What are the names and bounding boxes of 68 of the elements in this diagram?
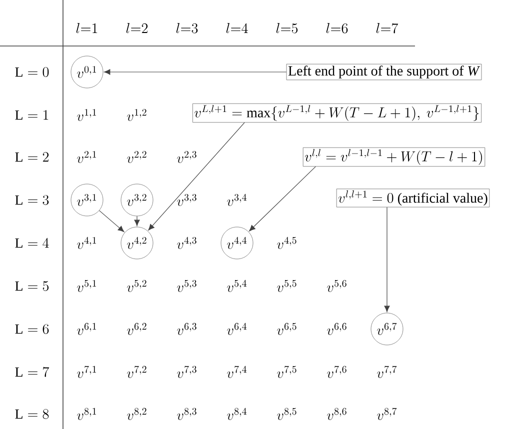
row-label: $\mathrm{L} = 4$ [15, 238, 49, 248]
table-entry: $v^{6,1}$ [77, 322, 96, 335]
table-entry: $v^{7,7}$ [377, 366, 397, 378]
circled-entry: $v^{4,4}$ [220, 226, 254, 260]
table-entry: $v^{7,3}$ [177, 366, 196, 378]
table-entry: $v^{8,3}$ [177, 408, 196, 420]
annotation-box: Left end point of the support of W [286, 64, 482, 80]
table-entry: $v^{6,2}$ [127, 322, 146, 335]
circled-entry: $v^{6,7}$ [370, 312, 404, 346]
table-entry: $v^{8,7}$ [377, 408, 397, 420]
circled-entry: $v^{4,2}$ [120, 226, 154, 260]
table-entry: $v^{7,1}$ [77, 366, 96, 378]
table-entry: $v^{4,1}$ [77, 236, 96, 249]
table-entry: $v^{4,5}$ [277, 236, 296, 249]
table-entry: $v^{8,2}$ [127, 408, 146, 420]
annotation-box: $v^{l,l+1} = 0 \text{ (artificial value)}$ [336, 188, 490, 208]
table-entry: $v^{7,4}$ [227, 366, 246, 378]
arrow [384, 206, 390, 312]
col-header: $l{=}2$ [126, 23, 148, 34]
circled-entry: $v^{3,1}$ [70, 184, 104, 216]
table-entry: $v^{6,3}$ [177, 322, 196, 335]
table-entry: $v^{8,4}$ [227, 408, 246, 420]
table-entry: $v^{7,2}$ [127, 366, 146, 378]
table-entry: $v^{5,3}$ [177, 280, 196, 292]
col-header: $l{=}6$ [326, 23, 348, 34]
row-label: $\mathrm{L} = 3$ [15, 195, 49, 205]
table-entry: $v^{2,2}$ [127, 150, 146, 163]
table-entry: $v^{5,1}$ [77, 280, 96, 292]
table-entry: $v^{6,6}$ [327, 322, 346, 335]
table-entry: $v^{6,5}$ [277, 322, 296, 335]
arrow [134, 216, 140, 226]
row-label: $\mathrm{L} = 7$ [15, 366, 50, 377]
row-label: $\mathrm{L} = 0$ [15, 67, 49, 77]
table-entry: $v^{8,5}$ [277, 408, 296, 420]
row-label: $\mathrm{L} = 5$ [15, 281, 49, 291]
table-entry: $v^{1,2}$ [127, 108, 146, 121]
annotation-box: $v^{l,l} = v^{l-1,l-1} + W(T-l+1)$ [302, 147, 486, 167]
table-entry: $v^{5,5}$ [277, 280, 296, 292]
table-entry: $v^{8,1}$ [77, 408, 96, 420]
row-label: $\mathrm{L} = 2$ [15, 152, 49, 162]
table-entry: $v^{2,3}$ [177, 150, 196, 163]
circled-entry: $v^{0,1}$ [70, 56, 104, 88]
table-entry: $v^{1,1}$ [77, 108, 96, 121]
table-entry: $v^{8,6}$ [327, 408, 346, 420]
arrow [148, 122, 245, 230]
table-entry: $v^{3,3}$ [177, 194, 196, 206]
circled-entry: $v^{3,2}$ [120, 184, 154, 216]
col-header: $l{=}4$ [226, 23, 248, 34]
arrow [99, 210, 124, 232]
table-entry: $v^{7,5}$ [277, 366, 296, 378]
arrow [249, 166, 316, 232]
table-entry: $v^{5,2}$ [127, 280, 146, 292]
row-label: $\mathrm{L} = 8$ [15, 409, 49, 419]
arrow [104, 69, 287, 75]
table-entry: $v^{6,4}$ [227, 322, 246, 335]
col-header: $l{=}1$ [76, 23, 98, 34]
table-entry: $v^{5,4}$ [227, 280, 246, 292]
col-header: $l{=}7$ [376, 23, 398, 34]
table-entry: $v^{2,1}$ [77, 150, 96, 163]
table-entry: $v^{7,6}$ [327, 366, 346, 378]
annotation-box: $v^{L,l+1} = \max\{v^{L-1,l} + W(T-L+1),\ v^{L-1,l+1}\}$ [192, 103, 482, 123]
col-header: $l{=}3$ [176, 23, 198, 34]
row-label: $\mathrm{L} = 6$ [15, 324, 49, 334]
table-entry: $v^{5,6}$ [327, 280, 346, 292]
row-label: $\mathrm{L} = 1$ [15, 110, 48, 120]
table-entry: $v^{4,3}$ [177, 236, 196, 249]
col-header: $l{=}5$ [276, 23, 298, 34]
table-entry: $v^{3,4}$ [227, 194, 246, 206]
